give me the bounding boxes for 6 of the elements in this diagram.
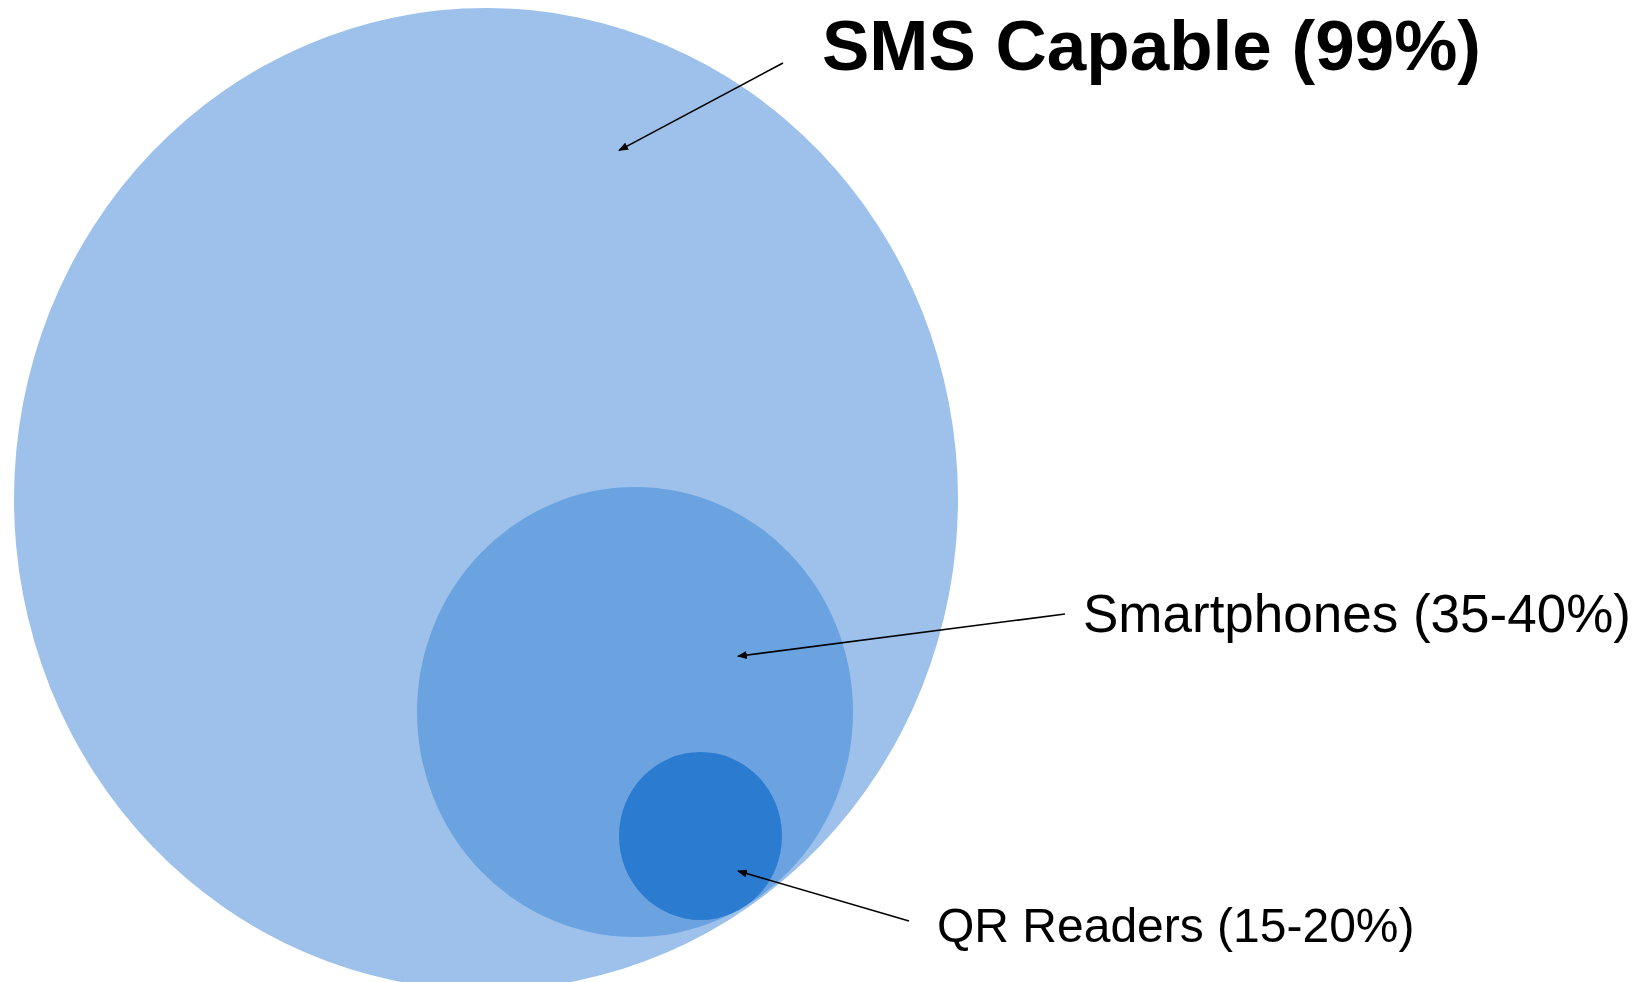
leader-arrow xyxy=(736,613,1066,659)
leader-arrow xyxy=(737,869,910,922)
callout-label: SMS Capable (99%) xyxy=(822,5,1481,87)
leader-arrow xyxy=(618,62,784,152)
callout-label: QR Readers (15-20%) xyxy=(937,898,1415,954)
callout-label: Smartphones (35-40%) xyxy=(1083,584,1631,645)
